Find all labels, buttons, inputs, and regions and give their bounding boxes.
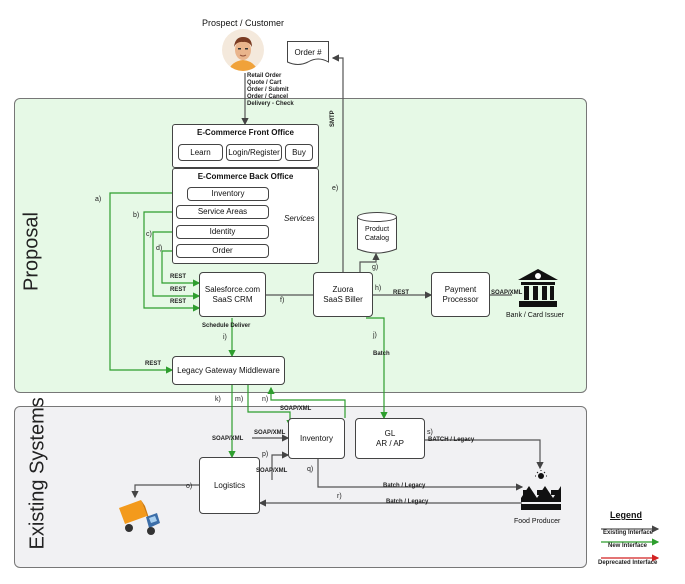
- document-icon: [287, 41, 329, 65]
- login-register-button[interactable]: Login/Register: [226, 144, 282, 161]
- service-inventory: Inventory: [187, 187, 269, 201]
- letter-b: b): [133, 212, 140, 219]
- rest-label-1: REST: [170, 274, 187, 280]
- customer-face-icon: [228, 37, 258, 71]
- legend-deprecated: Deprecated Interface: [598, 560, 658, 566]
- front-office-panel: E-Commerce Front Office Learn Login/Regi…: [172, 124, 319, 168]
- letter-h: h): [375, 285, 382, 292]
- letter-q: q): [307, 466, 314, 473]
- middleware-box: Legacy Gateway Middleware: [172, 356, 285, 385]
- edge-p: [271, 451, 290, 480]
- prospect-action-2: Quote / Cart: [247, 80, 282, 86]
- learn-button[interactable]: Learn: [178, 144, 223, 161]
- service-areas: Service Areas: [176, 205, 269, 219]
- product-catalog-label: Product Catalog: [364, 226, 390, 242]
- batch-legacy-label-r: Batch / Legacy: [386, 499, 429, 505]
- soapxml-label-k: SOAP/XML: [212, 436, 244, 442]
- batch-legacy-label-q: Batch / Legacy: [383, 483, 426, 489]
- letter-g: g): [372, 264, 379, 271]
- edge-b: [143, 211, 201, 312]
- soapxml-label-p: SOAP/XML: [256, 468, 288, 474]
- rest-label-3: REST: [170, 299, 187, 305]
- legend-existing: Existing Interface: [603, 530, 654, 536]
- batch-label: Batch: [373, 351, 390, 357]
- edge-s: [425, 439, 544, 470]
- letter-k: k): [215, 396, 221, 403]
- services-label: Services: [284, 214, 315, 223]
- edge-e-smtp: [331, 54, 344, 272]
- letter-c: c): [146, 231, 152, 238]
- letter-m: m): [235, 396, 244, 403]
- customer-avatar: [222, 29, 264, 71]
- prospect-label: Prospect / Customer: [201, 18, 285, 28]
- letter-a: a): [95, 196, 102, 203]
- payment-box: Payment Processor: [431, 272, 490, 317]
- edge-j: [366, 317, 388, 420]
- front-office-title: E-Commerce Front Office: [197, 128, 294, 137]
- rest-label-2: REST: [170, 287, 187, 293]
- letter-o: o): [186, 483, 193, 490]
- database-icon: [357, 212, 397, 254]
- back-office-title: E-Commerce Back Office: [197, 172, 294, 181]
- order-document: Order #: [287, 41, 329, 67]
- logistics-box: Logistics: [199, 457, 260, 514]
- food-producer-icon: [519, 470, 563, 514]
- biller-box: Zuora SaaS Biller: [313, 272, 373, 317]
- letter-e: e): [332, 185, 339, 192]
- letter-d: d): [156, 245, 163, 252]
- buy-button[interactable]: Buy: [285, 144, 313, 161]
- letter-s: s): [427, 429, 433, 436]
- service-identity: Identity: [176, 225, 269, 239]
- food-producer-label: Food Producer: [514, 518, 561, 525]
- crm-box: Salesforce.com SaaS CRM: [199, 272, 266, 317]
- crm-label: Salesforce.com SaaS CRM: [204, 284, 261, 304]
- batch-legacy-label-s: BATCH / Legacy: [428, 437, 475, 443]
- edge-g: [359, 252, 380, 272]
- edge-q: [317, 459, 524, 491]
- gl-box: GL AR / AP: [355, 418, 425, 459]
- edge-n: [267, 386, 346, 418]
- edge-a: [109, 192, 187, 374]
- edge-o: [131, 484, 199, 499]
- legend-new: New Interface: [608, 543, 648, 549]
- biller-label: Zuora SaaS Biller: [323, 284, 363, 304]
- bank-icon: [516, 268, 560, 308]
- edge-c: [152, 231, 201, 300]
- order-document-label: Order #: [294, 48, 322, 57]
- letter-j: j): [373, 332, 377, 339]
- letter-n: n): [262, 396, 269, 403]
- soapxml-label-pay: SOAP/XML: [491, 290, 523, 296]
- service-order: Order: [176, 244, 269, 258]
- bank-label: Bank / Card Issuer: [506, 312, 564, 319]
- letter-p: p): [262, 451, 269, 458]
- prospect-action-3: Order / Submit: [247, 87, 289, 93]
- delivery-truck-icon: [119, 500, 160, 535]
- smtp-label: SMTP: [330, 110, 336, 127]
- inventory-box: Inventory: [288, 418, 345, 459]
- legend-title: Legend: [610, 510, 643, 520]
- farm-plant-icon: [521, 470, 561, 510]
- truck-icon: [117, 498, 161, 538]
- letter-f: f): [280, 297, 285, 304]
- soapxml-label-inv: SOAP/XML: [254, 430, 286, 436]
- letter-i: i): [223, 334, 227, 341]
- rest-label-pay: REST: [393, 290, 410, 296]
- prospect-action-1: Retail Order: [247, 73, 282, 79]
- letter-r: r): [337, 493, 342, 500]
- rest-label-mw: REST: [145, 361, 162, 367]
- product-catalog: Product Catalog: [357, 212, 397, 254]
- schedule-deliver-label: Schedule Deliver: [202, 323, 251, 329]
- edge-d: [161, 250, 201, 287]
- bank-building-icon: [518, 269, 558, 307]
- prospect-action-4: Order / Cancel: [247, 94, 289, 100]
- payment-label: Payment Processor: [442, 284, 479, 304]
- gl-label: GL AR / AP: [375, 428, 404, 448]
- prospect-action-5: Delivery - Check: [247, 101, 294, 107]
- soapxml-label-n: SOAP/XML: [280, 406, 312, 412]
